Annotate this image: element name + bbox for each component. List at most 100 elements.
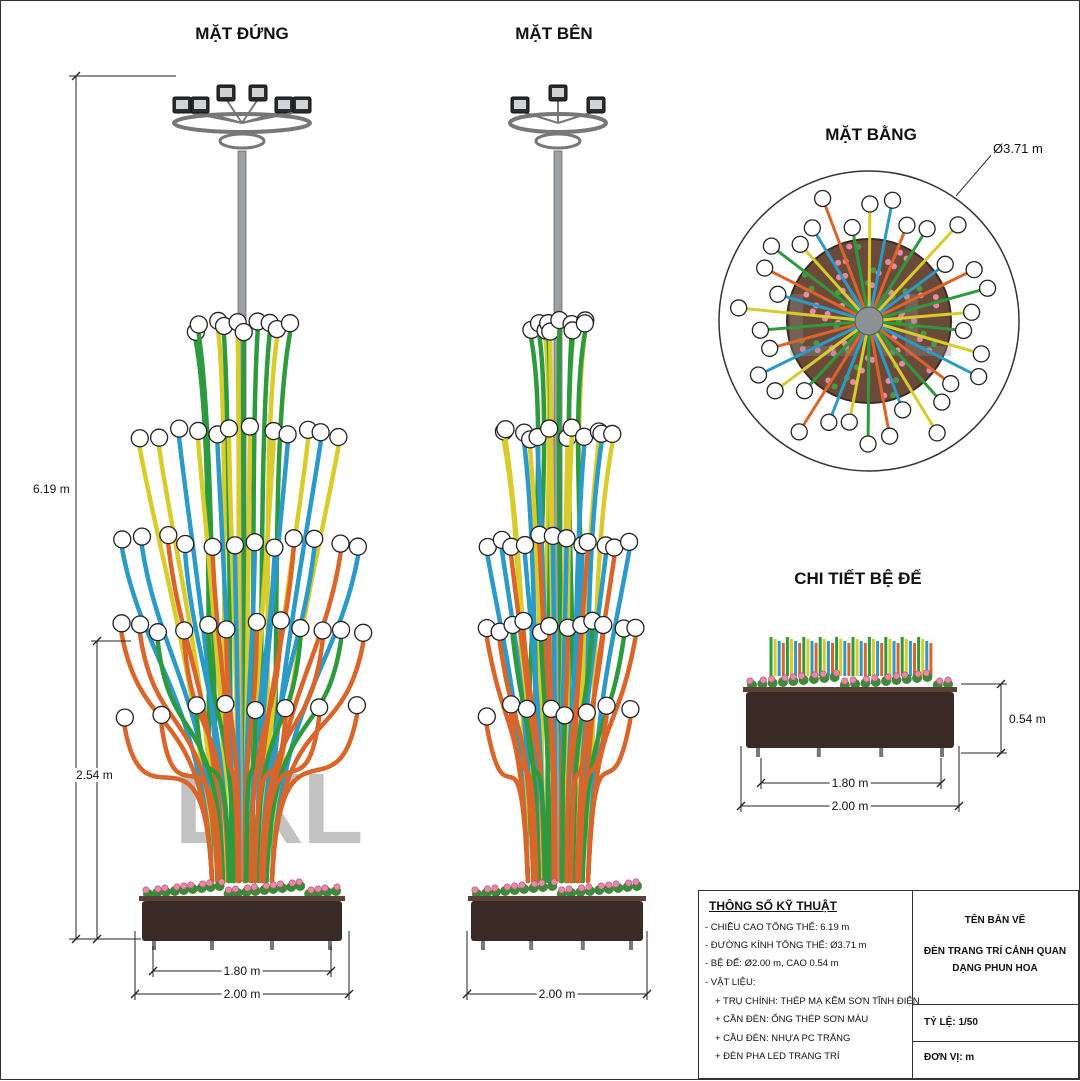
plan-flower xyxy=(846,243,853,250)
crown-lower-ring xyxy=(534,132,582,150)
globe-lamp xyxy=(284,529,303,548)
plan-branch xyxy=(777,292,870,323)
dimension-tick xyxy=(130,989,140,999)
flower xyxy=(538,879,546,887)
dimension-tick xyxy=(344,989,354,999)
lamp-branch xyxy=(261,715,322,884)
dimension-tick xyxy=(462,989,472,999)
globe-lamp xyxy=(216,694,235,714)
plan-globe xyxy=(933,393,951,411)
flower xyxy=(849,676,857,684)
dimension-tick xyxy=(736,801,746,811)
plan-globe xyxy=(861,195,879,213)
globe-lamp xyxy=(331,620,351,640)
plan-globe xyxy=(795,382,814,400)
globe-lamp xyxy=(562,418,581,437)
specification-box: THÔNG SỐ KỸ THUẬT - CHIỀU CAO TỔNG THỂ: … xyxy=(698,890,1079,1079)
plan-branch xyxy=(770,244,870,323)
floodlight-lens xyxy=(176,100,188,109)
base-outer-width-dimension: 2.00 m xyxy=(829,799,871,813)
plan-branch xyxy=(847,320,871,423)
globe-lamp xyxy=(271,611,290,630)
globe-lamp xyxy=(217,620,236,639)
planter-body xyxy=(746,692,954,748)
plan-globe xyxy=(962,303,981,321)
globe-lamp xyxy=(575,314,595,333)
plan-flower xyxy=(885,259,892,266)
flower xyxy=(206,879,214,887)
flower xyxy=(578,884,586,892)
diameter-dimension: Ø3.71 m xyxy=(991,141,1045,156)
plan-globe xyxy=(762,237,781,255)
flower xyxy=(871,674,879,682)
plan-flower xyxy=(870,267,877,274)
title-block: TÊN BẢN VẼ ĐÈN TRANG TRÍ CẢNH QUAN DẠNG … xyxy=(912,891,1078,1078)
flower xyxy=(944,676,952,684)
globe-lamp xyxy=(113,530,132,549)
globe-lamp xyxy=(555,706,574,725)
lamp-arm xyxy=(241,98,259,124)
globe-lamp xyxy=(247,612,266,632)
lamp-branch xyxy=(223,711,240,884)
plan-branch xyxy=(868,319,980,378)
globe-lamp xyxy=(603,424,622,444)
flower xyxy=(746,677,754,685)
flower xyxy=(565,885,573,893)
plan-branch xyxy=(867,203,872,322)
plan-globe xyxy=(749,366,768,384)
globe-lamp xyxy=(219,419,239,438)
globe-lamp xyxy=(130,615,150,634)
drawing-name-line: DẠNG PHUN HOA xyxy=(952,963,1038,974)
floodlight-lens xyxy=(220,88,232,97)
globe-lamp xyxy=(619,532,639,552)
plan-flower xyxy=(890,392,897,399)
drawing-name: ĐÈN TRANG TRÍ CẢNH QUAN DẠNG PHUN HOA xyxy=(912,943,1078,977)
material-item: + ĐÈN PHA LED TRANG TRÍ xyxy=(715,1051,840,1062)
plan-branch xyxy=(850,227,871,322)
lamp-branch xyxy=(155,639,226,884)
flower xyxy=(518,881,526,889)
globe-lamp xyxy=(310,698,329,717)
planter-leg xyxy=(816,748,821,757)
lamp-branch xyxy=(585,716,633,884)
globe-lamp xyxy=(176,534,195,554)
plan-branch xyxy=(803,319,871,392)
flower xyxy=(884,673,892,681)
plan-globe xyxy=(843,218,861,237)
diameter-leader xyxy=(955,152,994,197)
plan-flower xyxy=(830,350,837,357)
globe-lamp xyxy=(246,700,265,720)
plan-globe xyxy=(970,368,988,386)
drawing-unit: ĐƠN VỊ: m xyxy=(924,1052,975,1063)
globe-lamp xyxy=(278,425,297,444)
globe-lamp xyxy=(517,699,537,719)
globe-lamp xyxy=(152,705,171,725)
plan-globe xyxy=(880,427,899,445)
flower xyxy=(605,881,613,889)
planter-body xyxy=(142,901,342,941)
lamp-branch xyxy=(244,717,258,884)
front-view-title: MẶT ĐỨNG xyxy=(195,24,289,43)
lamp-arm xyxy=(241,110,303,124)
plan-globe xyxy=(840,413,858,431)
flower xyxy=(819,670,827,678)
dimension-tick xyxy=(996,679,1006,689)
flower xyxy=(154,885,162,893)
spec-item: - VẬT LIỆU: xyxy=(705,977,756,988)
dimension-tick xyxy=(92,636,102,646)
flower xyxy=(597,882,605,890)
material-item: + CẦU ĐÈN: NHỰA PC TRẮNG xyxy=(715,1033,851,1044)
floodlight-lens xyxy=(296,100,308,109)
globe-lamp xyxy=(557,529,576,548)
plan-globe xyxy=(949,216,967,234)
plan-branch xyxy=(757,319,870,377)
dimension-tick xyxy=(996,748,1006,758)
floodlight-lens xyxy=(590,100,602,109)
plan-globe xyxy=(972,345,990,363)
plan-globe xyxy=(918,220,936,238)
flower xyxy=(471,886,479,894)
globe-lamp xyxy=(305,529,324,548)
globe-lamp xyxy=(265,538,284,557)
